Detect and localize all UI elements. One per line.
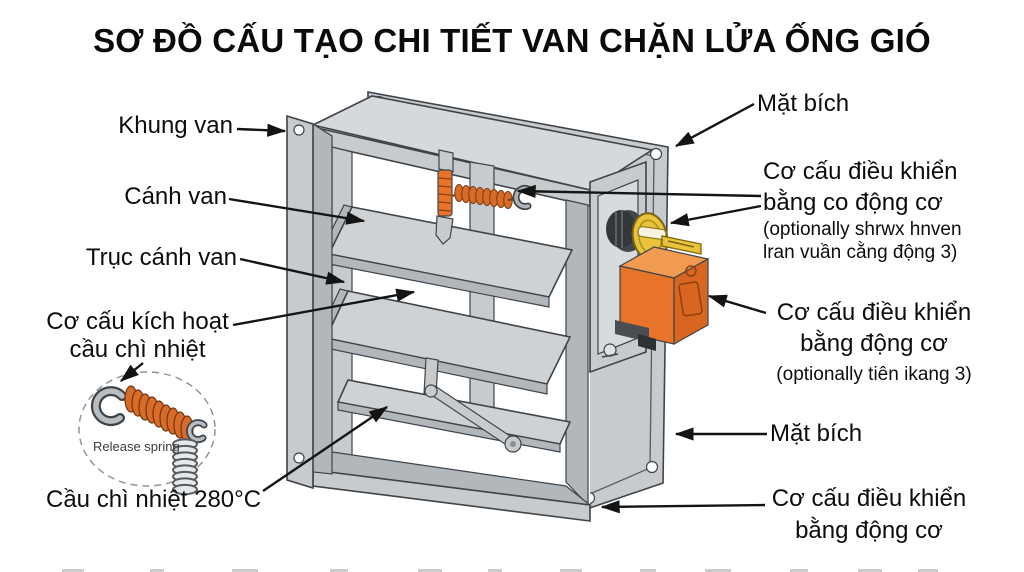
- leader-kich-hoat: [232, 288, 416, 327]
- leader-co-dongco-spring: [516, 184, 762, 199]
- leader-khung-van: [236, 123, 287, 137]
- inset-release-spring: [78, 371, 216, 496]
- damper-drawing: [286, 91, 710, 522]
- label-dongco-line1: Cơ cấu điều khiển: [776, 299, 972, 326]
- leader-inset: [120, 362, 144, 382]
- label-co-dongco-note1: (optionally shrwx hnven: [763, 219, 962, 240]
- leader-arrows: [120, 102, 767, 514]
- motor-led: [685, 265, 697, 277]
- label-mat-bich-bot: Mặt bích: [770, 420, 863, 447]
- knob-slot: [637, 226, 667, 240]
- front-flange: [286, 114, 333, 490]
- label-dongco-bot: Cơ cấu điều khiển bằng động cơ: [756, 483, 982, 547]
- label-kich-hoat-line2: cầu chì nhiệt: [69, 336, 206, 363]
- leader-canh-van: [228, 197, 366, 225]
- inset-gray-coil: [172, 438, 198, 496]
- fusible-link: [437, 169, 453, 217]
- release-spring-coil: [454, 184, 513, 209]
- label-dongco: Cơ cấu điều khiển bằng động cơ (optional…: [758, 297, 990, 386]
- label-kich-hoat-line1: Cơ cấu kích hoạt: [46, 308, 229, 335]
- label-dongco-line2: bằng động cơ: [800, 330, 948, 357]
- label-khung-van: Khung van: [118, 112, 233, 139]
- leader-truc-canh-van: [239, 257, 346, 285]
- leader-co-dongco-knob: [669, 204, 762, 227]
- cropped-text-artifact: [62, 569, 938, 572]
- label-co-dongco: Cơ cấu điều khiển bằng co động cơ (optio…: [763, 156, 962, 264]
- leader-cau-chi: [262, 406, 389, 492]
- motor-panel: [678, 281, 703, 317]
- label-canh-van: Cánh van: [124, 183, 227, 210]
- leader-dongco: [707, 294, 767, 315]
- actuator-motor: [615, 246, 710, 351]
- label-mat-bich-top: Mặt bích: [757, 90, 850, 117]
- page-title: SƠ ĐỒ CẤU TẠO CHI TIẾT VAN CHẶN LỬA ỐNG …: [93, 22, 931, 59]
- label-co-dongco-note2: lran vuần cằng động 3): [763, 242, 958, 263]
- leader-mat-bich-top: [674, 102, 755, 148]
- label-co-dongco-line1: Cơ cấu điều khiển: [763, 158, 958, 185]
- crank-linkage: [423, 357, 522, 453]
- label-dongco-bot-line1: Cơ cấu điều khiển: [771, 485, 967, 512]
- label-release-spring: Release spring: [93, 439, 180, 454]
- label-kich-hoat: Cơ cấu kích hoạt cầu chì nhiệt: [40, 308, 235, 364]
- label-dongco-note: (optionally tiên ikang 3): [776, 364, 972, 385]
- label-cau-chi-nhiet: Cầu chì nhiệt 280°C: [46, 486, 262, 513]
- label-dongco-bot-line2: bằng động cơ: [795, 517, 943, 544]
- spring-bracket: [438, 149, 454, 173]
- label-co-dongco-line2: bằng co động cơ: [763, 189, 943, 216]
- right-jamb: [565, 199, 589, 507]
- leader-dongco-bot: [600, 500, 766, 514]
- label-truc-canh-van: Trục cánh van: [85, 244, 237, 271]
- inset-coil: [124, 385, 194, 443]
- knob-pointer: [661, 235, 702, 255]
